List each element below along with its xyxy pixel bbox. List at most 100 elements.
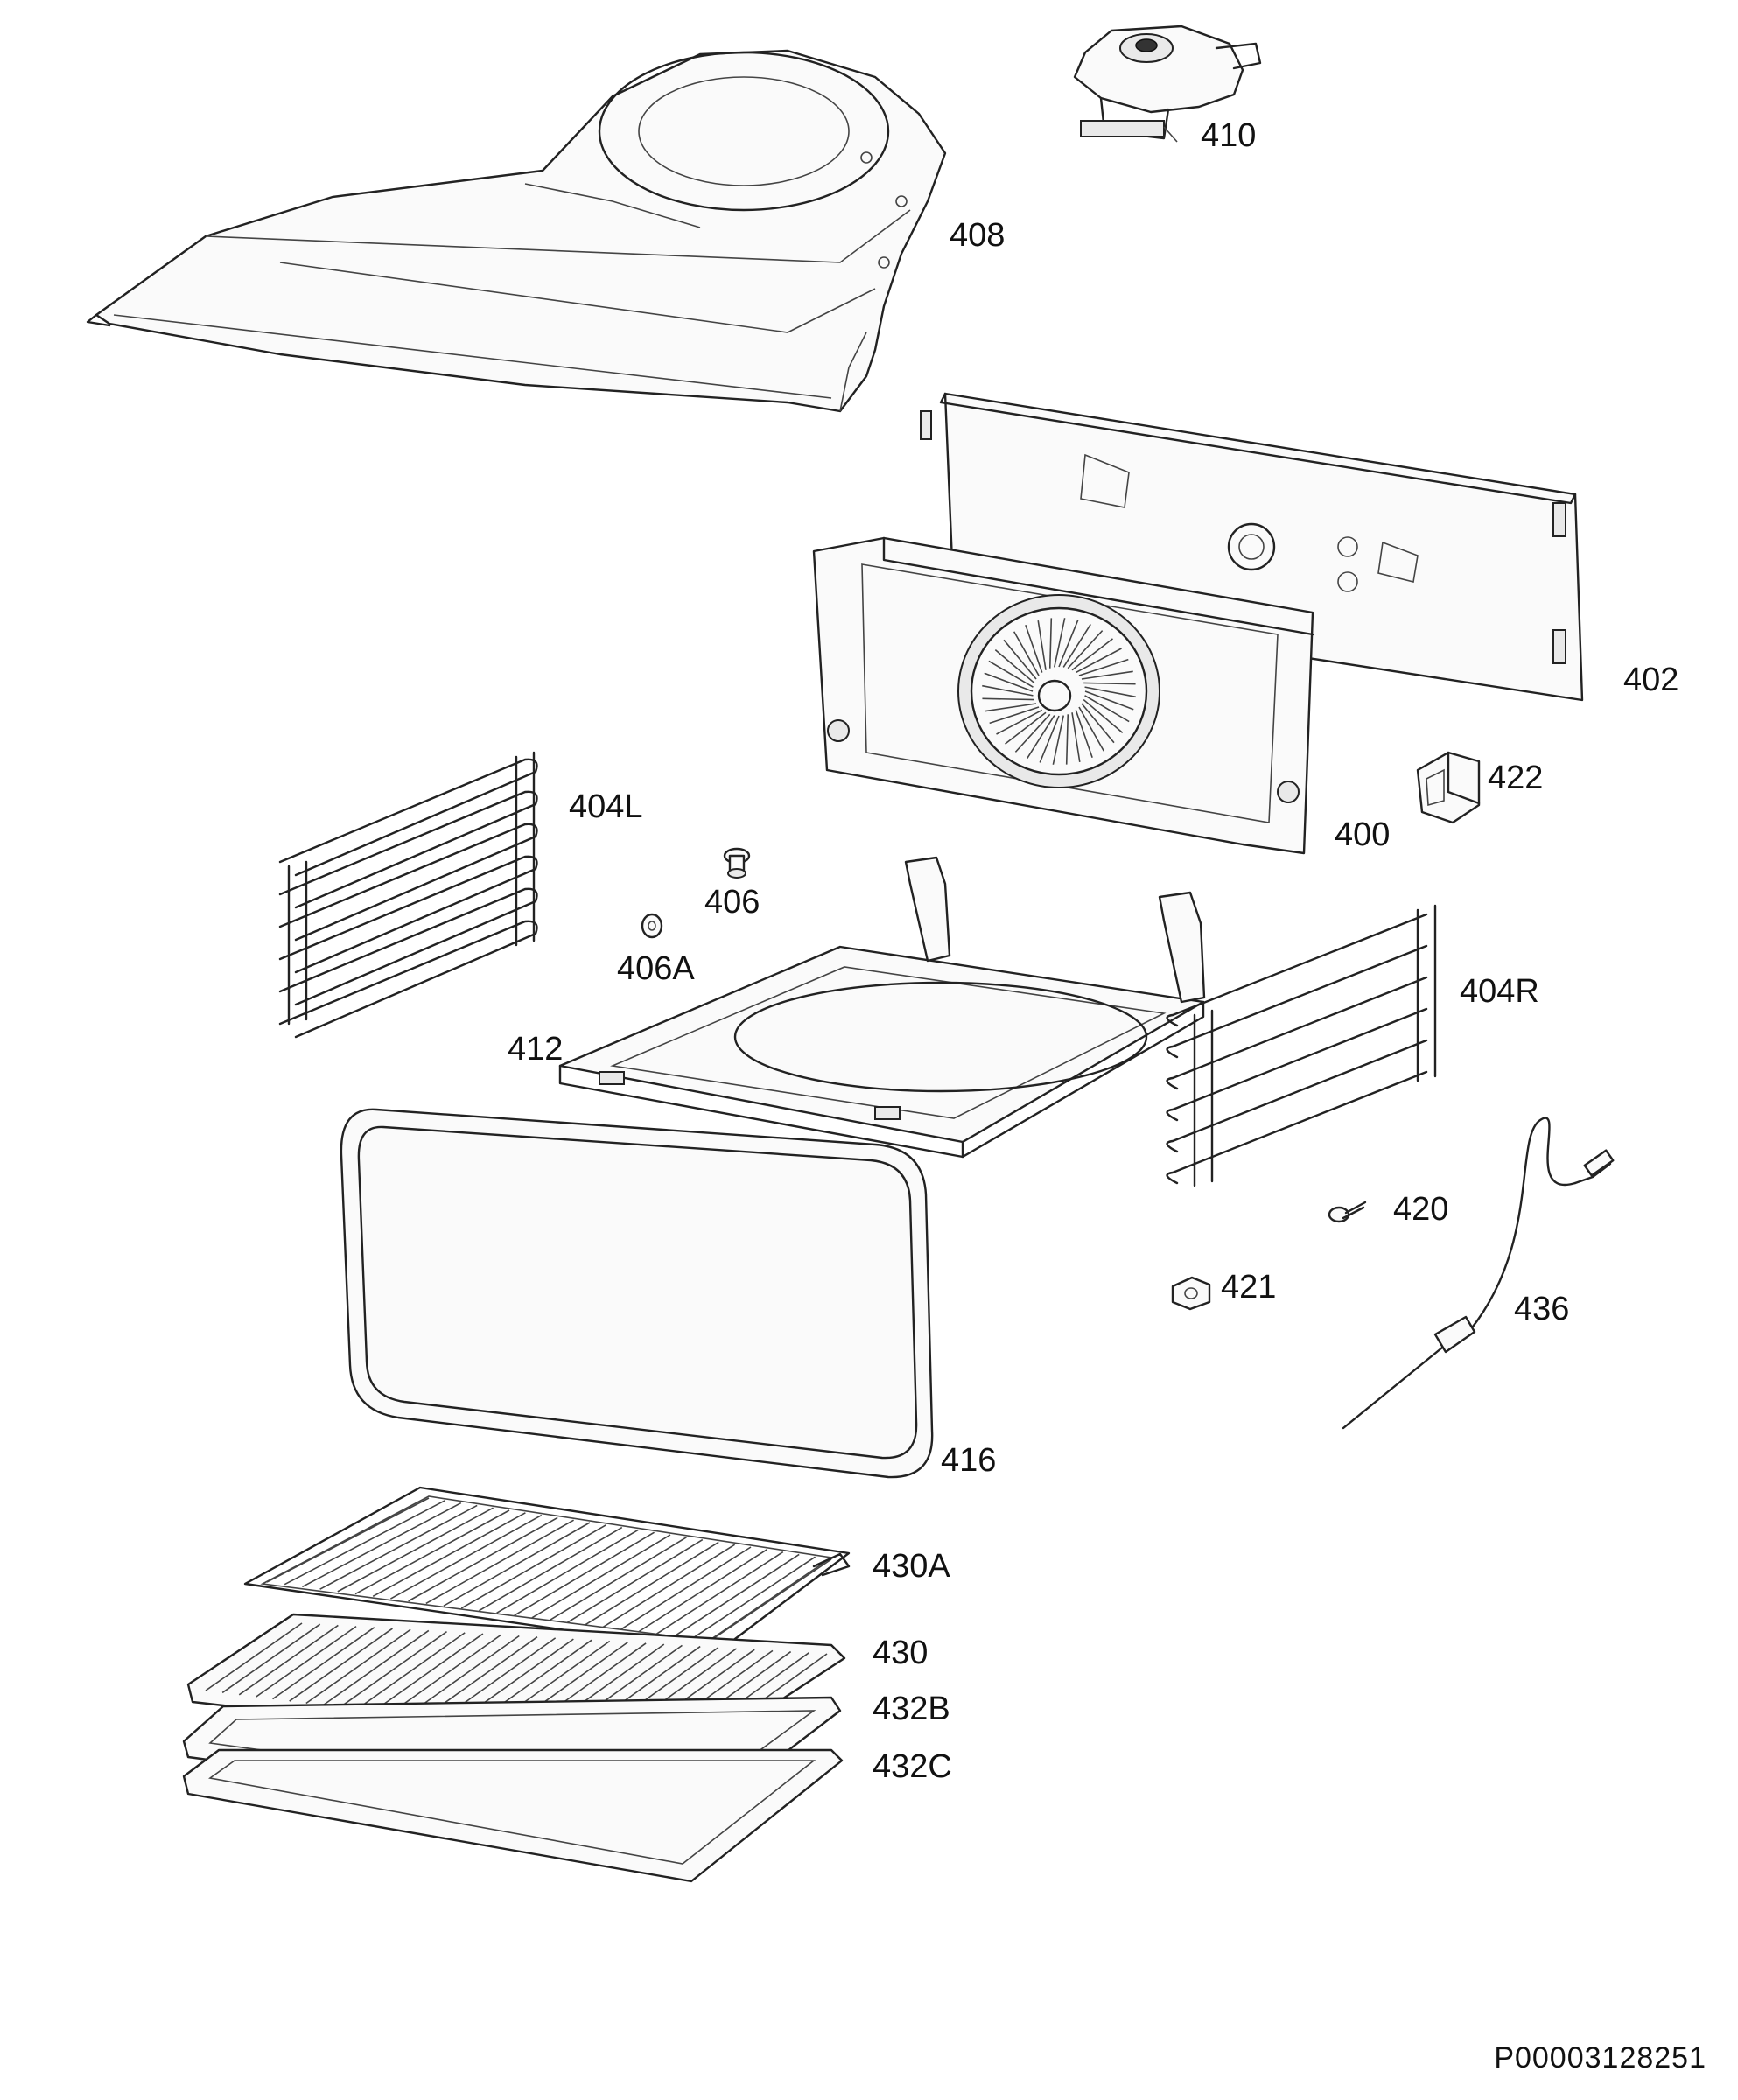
fan-slot	[1075, 710, 1093, 758]
label-410: 410	[1201, 117, 1257, 154]
fan-slot	[1003, 639, 1037, 680]
part-meat-probe	[1342, 1116, 1615, 1430]
grid-bar	[266, 1497, 430, 1583]
fan-slot	[1052, 715, 1064, 765]
grid-bar	[337, 1507, 494, 1592]
fan-slot	[1039, 715, 1060, 763]
fan-slot	[994, 649, 1035, 684]
grid-bar	[372, 1512, 526, 1598]
rack-right-rail	[1166, 944, 1428, 1059]
grid-bar	[425, 1519, 574, 1605]
grid-bar	[408, 1516, 558, 1602]
fan-slot	[1075, 648, 1122, 674]
rack-left-frame	[515, 751, 536, 947]
grid-bar	[655, 1550, 784, 1635]
shelf-bar	[372, 1633, 484, 1712]
part-fan-motor	[1073, 24, 1262, 143]
label-406: 406	[704, 884, 760, 920]
fan-slot	[1058, 620, 1079, 668]
fan-slot	[1084, 695, 1130, 723]
label-436: 436	[1514, 1291, 1570, 1327]
fan-slot	[996, 709, 1043, 735]
fan-slot	[988, 660, 1034, 688]
rack-right-rail	[1166, 1039, 1428, 1153]
part-nut	[1171, 1276, 1211, 1311]
grid-bar	[690, 1556, 816, 1640]
fan-slot	[1071, 638, 1113, 671]
label-416: 416	[941, 1442, 997, 1479]
shelf-bar	[238, 1624, 339, 1696]
grid-bar	[531, 1534, 671, 1619]
label-400: 400	[1335, 816, 1391, 853]
grid-bar	[496, 1529, 639, 1614]
fan-grille-slots	[982, 618, 1136, 765]
fan-slot	[1071, 712, 1081, 762]
fan-slot	[1037, 620, 1047, 670]
rack-left-rail	[278, 920, 538, 1039]
fan-slot	[1025, 625, 1043, 673]
rack-right-frame	[1416, 904, 1437, 1082]
fan-slot	[1054, 618, 1066, 668]
fan-slot	[1078, 706, 1105, 752]
grid-bar	[637, 1549, 767, 1633]
rack-right-rail	[1166, 1070, 1428, 1185]
fan-slot	[985, 703, 1037, 712]
label-432B: 432B	[873, 1690, 950, 1727]
rack-left-rail	[278, 855, 538, 974]
fan-slot	[1081, 670, 1133, 680]
label-408: 408	[950, 217, 1006, 254]
fan-slot	[989, 706, 1040, 724]
part-bottom-frame	[558, 856, 1206, 1158]
part-fan-cover	[812, 536, 1314, 855]
fan-slot	[984, 672, 1034, 692]
grid-bar	[443, 1522, 591, 1606]
label-430: 430	[873, 1634, 929, 1671]
grid-bar	[708, 1558, 832, 1642]
rack-left-rail	[278, 887, 538, 1006]
shelf-bar	[221, 1623, 321, 1694]
shelf-bar	[289, 1628, 393, 1702]
fan-slot	[1013, 631, 1040, 676]
label-406A: 406A	[617, 950, 695, 987]
shelf-bar	[322, 1629, 430, 1706]
label-412: 412	[508, 1031, 564, 1068]
fan-slot	[1067, 630, 1104, 669]
grid-bar	[390, 1514, 543, 1600]
part-lamp-socket	[1416, 751, 1481, 824]
label-420: 420	[1393, 1191, 1449, 1228]
label-402: 402	[1623, 662, 1679, 698]
label-422: 422	[1488, 760, 1544, 796]
part-bolt	[1328, 1200, 1367, 1223]
rack-left-rail	[278, 790, 538, 909]
grid-bar	[549, 1536, 687, 1621]
document-id: P00003128251	[1494, 2041, 1706, 2075]
grid-bar	[284, 1500, 445, 1586]
fan-slot	[1081, 703, 1115, 744]
shelf-bar	[272, 1627, 375, 1700]
grid-bar	[460, 1524, 606, 1609]
part-deep-tray	[182, 1748, 844, 1883]
grid-bar	[302, 1502, 462, 1588]
rack-right-rail	[1166, 1007, 1428, 1122]
fan-slot	[1083, 698, 1124, 733]
label-404L: 404L	[569, 788, 643, 825]
rack-right-rail	[1166, 976, 1428, 1090]
fan-slot	[1083, 682, 1136, 685]
fan-slot	[1027, 715, 1055, 759]
rack-right-rail	[1166, 913, 1428, 1027]
fan-slot	[1048, 618, 1053, 668]
grid-bar	[673, 1553, 800, 1638]
fan-slot	[1084, 686, 1136, 698]
fan-slot	[1065, 714, 1069, 765]
shelf-bar	[355, 1632, 466, 1711]
shelf-bar	[339, 1631, 447, 1708]
rack-left-rail	[278, 822, 538, 942]
label-430A: 430A	[873, 1548, 950, 1585]
grid-bar	[514, 1531, 655, 1616]
fan-slot	[1005, 711, 1047, 745]
grid-bar	[478, 1526, 623, 1612]
grid-bar	[585, 1541, 719, 1626]
grid-bar	[566, 1538, 704, 1623]
fan-slot	[982, 697, 1034, 701]
